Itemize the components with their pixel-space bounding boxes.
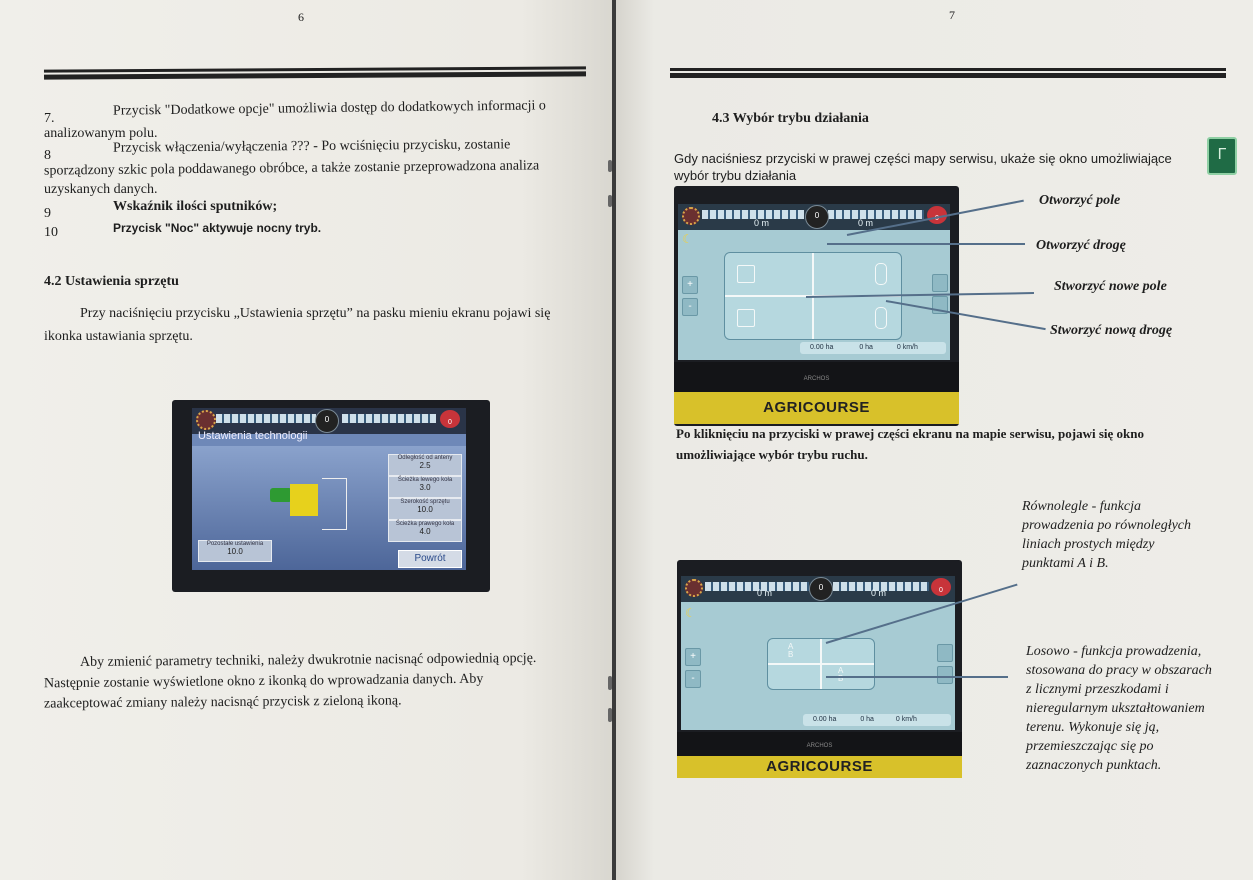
binding-ring xyxy=(608,708,612,722)
binding-ring xyxy=(608,195,612,207)
item-number: 8 xyxy=(44,148,51,163)
progress-left xyxy=(216,414,316,423)
settings-screen: 0 0 Ustawienia technologii Odległość od … xyxy=(192,408,466,570)
record-button[interactable]: 0 xyxy=(440,410,460,428)
open-road-icon[interactable] xyxy=(875,263,887,285)
brand-banner: AGRICOURSE xyxy=(677,756,962,778)
right-page: 7 4.3 Wybór trybu działania Г Gdy naciśn… xyxy=(616,0,1253,880)
status-bar: 0.00 ha 0 ha 0 km/h xyxy=(803,714,951,726)
random-description: Losowo - funkcja prowadzenia, stosowana … xyxy=(1026,644,1212,773)
page-number: 7 xyxy=(949,8,955,22)
left-readout: 0 m xyxy=(754,218,770,228)
screen-title: Ustawienia technologii xyxy=(198,430,308,442)
item-text: Przycisk "Noc" aktywuje nocny tryb. xyxy=(113,221,322,235)
open-field-icon[interactable] xyxy=(737,265,755,283)
right-readout: 0 m xyxy=(871,588,887,598)
mode-side-button[interactable] xyxy=(937,666,953,684)
night-mode-icon[interactable]: ☾ xyxy=(682,232,693,246)
record-button[interactable]: 0 xyxy=(931,578,951,596)
page-number: 6 xyxy=(298,10,304,24)
paragraph: wybór trybu działania xyxy=(674,168,797,183)
paragraph: umożliwiające wybór trybu ruchu. xyxy=(676,447,868,462)
item-text: uzyskanych danych. xyxy=(44,182,158,197)
settings-tablet-image: 0 0 Ustawienia technologii Odległość od … xyxy=(172,400,490,592)
callout-label: Otworzyć drogę xyxy=(1036,238,1126,253)
paragraph: Następnie zostanie wyświetlone okno z ik… xyxy=(43,671,484,692)
progress-left xyxy=(705,582,809,591)
tractor-icon xyxy=(270,488,292,502)
satellite-icon xyxy=(682,207,700,225)
item-text: Wskaźnik ilości sputników; xyxy=(113,199,278,214)
tablet-tool-icon: Г xyxy=(1207,137,1237,175)
callout-label: Stworzyć nową drogę xyxy=(1050,323,1173,338)
progress-left xyxy=(702,210,804,219)
progress-right xyxy=(342,414,436,423)
mode-tablet-image: 0 0 ☾ 0 m 0 m + - 0.00 ha 0 ha 0 km/h xyxy=(674,186,959,426)
satellite-icon xyxy=(196,410,216,430)
left-page: 6 7. Przycisk "Dodatkowe opcje" umożliwi… xyxy=(0,0,612,880)
speed-gauge: 0 xyxy=(809,577,833,601)
paragraph: Przy naciśnięciu przycisku „Ustawienia s… xyxy=(80,306,551,321)
satellite-icon xyxy=(685,579,703,597)
new-road-icon[interactable] xyxy=(875,307,887,329)
panel-divider xyxy=(768,663,874,665)
open-field-side-button[interactable] xyxy=(932,274,948,292)
status-bar: 0.00 ha 0 ha 0 km/h xyxy=(800,342,946,354)
right-readout: 0 m xyxy=(858,218,874,228)
callout-label: Stworzyć nowe pole xyxy=(1054,279,1167,294)
mode-screen: 0 0 ☾ 0 m 0 m + - 0.00 ha 0 ha 0 km/h xyxy=(678,204,950,360)
zoom-out-button[interactable]: - xyxy=(685,670,701,688)
paragraph: Aby zmienić parametry techniki, należy d… xyxy=(79,651,537,670)
mode-side-button[interactable] xyxy=(937,644,953,662)
callout-line xyxy=(827,243,1025,245)
zoom-out-button[interactable]: - xyxy=(682,298,698,316)
speed-gauge: 0 xyxy=(315,409,339,433)
paragraph: Po kliknięciu na przyciski w prawej częś… xyxy=(676,426,1145,441)
night-mode-icon[interactable]: ☾ xyxy=(685,606,696,620)
implement-frame xyxy=(322,478,347,530)
item-number: 7. xyxy=(44,111,55,126)
section-heading: 4.3 Wybór trybu działania xyxy=(712,111,869,126)
paragraph: zaakceptować zmiany należy nacisnąć przy… xyxy=(43,693,402,712)
brand-banner: AGRICOURSE xyxy=(674,392,959,424)
device-nav-bar: ARCHOS xyxy=(674,362,959,392)
item-text: analizowanym polu. xyxy=(44,126,158,141)
progress-right xyxy=(833,582,929,591)
new-field-icon[interactable] xyxy=(737,309,755,327)
callout-label: Otworzyć pole xyxy=(1039,193,1121,208)
section-heading: 4.2 Ustawienia sprzętu xyxy=(44,274,179,289)
binding-ring xyxy=(608,676,612,690)
item-text: Przycisk "Dodatkowe opcje" umożliwia dos… xyxy=(112,98,546,119)
item-number: 10 xyxy=(44,225,58,240)
progress-right xyxy=(828,210,924,219)
implement-icon xyxy=(290,484,318,516)
zoom-in-button[interactable]: + xyxy=(685,648,701,666)
header-rule xyxy=(44,66,586,81)
parallel-description: Równolegle - funkcja prowadzenia po równ… xyxy=(1022,499,1192,571)
paragraph: Gdy naciśniesz przyciski w prawej części… xyxy=(674,151,1172,166)
zoom-in-button[interactable]: + xyxy=(682,276,698,294)
speed-gauge: 0 xyxy=(805,205,829,229)
item-number: 9 xyxy=(44,206,51,221)
item-text: sporządzony szkic pola poddawanego obrób… xyxy=(43,158,540,179)
left-readout: 0 m xyxy=(757,588,773,598)
header-rule xyxy=(670,68,1226,80)
item-text: Przycisk włączenia/wyłączenia ??? - Po w… xyxy=(112,137,511,156)
paragraph: ikonka ustawiania sprzętu. xyxy=(44,329,193,344)
binding-ring xyxy=(608,160,612,172)
callout-line xyxy=(826,676,1008,678)
back-button[interactable]: Powrót xyxy=(398,550,462,568)
